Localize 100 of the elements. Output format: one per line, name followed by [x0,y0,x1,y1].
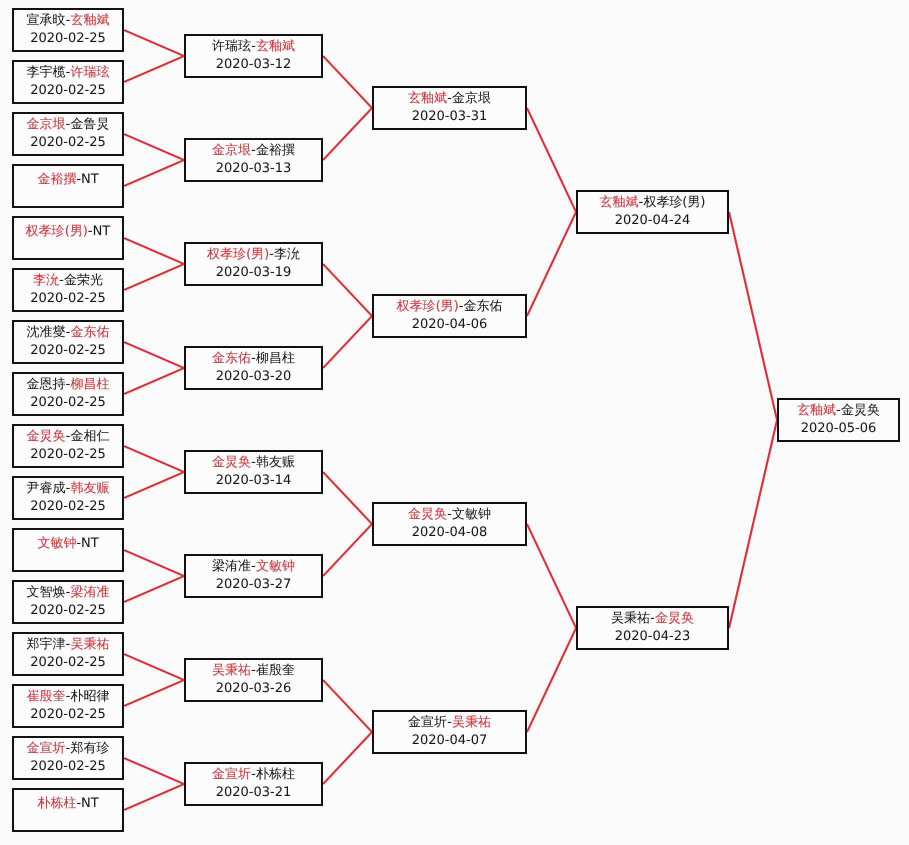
match-players: 吴秉祐-金炅奂 [611,610,694,628]
match-date: 2020-04-23 [614,628,690,646]
match-players: 权孝珍(男)-李沇 [207,246,300,264]
match-players: 文智焕-梁洧准 [26,584,110,602]
match-box [12,424,124,468]
bracket-line [322,55,373,109]
match-date: 2020-05-06 [800,420,876,438]
bracket-line [124,679,184,707]
match-box [184,346,323,390]
match-box [184,34,323,78]
match-box [576,606,729,650]
match-box [372,294,527,338]
match-date: 2020-02-25 [30,82,106,100]
match-box [184,762,323,806]
match-box [184,138,323,182]
bracket-line [728,212,778,420]
match-players: 金宣圻-郑有珍 [26,740,110,758]
match-players: 金京垠-金裕撰 [212,142,295,160]
match-date: 2020-03-27 [216,576,292,594]
match-players: 尹睿成-韩友赈 [26,480,110,498]
match-players: 权孝珍(男)-NT [26,223,110,241]
bracket-line [728,420,778,628]
match-box [184,242,323,286]
match-box [12,684,124,728]
bracket-line [124,263,184,291]
bracket-line [124,159,184,187]
match-players: 金炅奂-韩友赈 [212,454,295,472]
match-date: 2020-04-24 [614,212,690,230]
bracket-line [124,237,184,265]
match-date: 2020-02-25 [30,498,106,516]
match-players: 宣承旼-玄釉斌 [26,12,110,30]
match-box [184,450,323,494]
bracket-line [322,315,373,369]
match-box [576,190,729,234]
match-date: 2020-02-25 [30,602,106,620]
match-players: 文敏钟-NT [37,535,99,553]
match-date: 2020-02-25 [30,30,106,48]
match-date: 2020-03-26 [216,680,292,698]
match-date: 2020-02-25 [30,290,106,308]
match-players: 朴栋柱-NT [37,795,99,813]
bracket-line [526,524,577,628]
match-box [372,710,527,754]
match-players: 金宣圻-朴栋柱 [212,766,295,784]
match-box [12,528,124,572]
bracket-line [124,367,184,395]
match-players: 玄釉斌-金京垠 [408,90,491,108]
match-date: 2020-02-25 [30,446,106,464]
bracket-line [124,29,184,57]
match-date: 2020-02-25 [30,134,106,152]
match-box [12,164,124,208]
match-date: 2020-03-13 [216,160,292,178]
match-box [12,736,124,780]
match-players: 权孝珍(男)-金东佑 [396,298,502,316]
bracket-line [526,628,577,732]
bracket-line [322,471,373,525]
match-date: 2020-02-25 [30,758,106,776]
bracket-line [526,108,577,212]
match-players: 梁洧准-文敏钟 [212,558,295,576]
match-box [184,554,323,598]
bracket-line [124,341,184,369]
match-box [12,268,124,312]
match-box [184,658,323,702]
bracket-line [124,653,184,681]
match-box [12,60,124,104]
bracket-line [124,575,184,603]
match-date: 2020-03-20 [216,368,292,386]
match-date: 2020-03-21 [216,784,292,802]
bracket-line [124,471,184,499]
bracket-line [124,549,184,577]
match-date: 2020-03-31 [412,108,488,126]
match-box [12,580,124,624]
match-box [372,86,527,130]
match-box [12,372,124,416]
match-box [12,216,124,260]
match-date: 2020-02-25 [30,654,106,672]
bracket-line [526,212,577,316]
match-date: 2020-02-25 [30,342,106,360]
bracket-line [322,731,373,785]
match-players: 玄釉斌-权孝珍(男) [600,194,706,212]
match-date: 2020-02-25 [30,706,106,724]
match-box [777,398,900,442]
match-players: 金裕撰-NT [37,171,99,189]
match-date: 2020-04-07 [412,732,488,750]
match-players: 李沇-金荣光 [33,272,103,290]
match-date: 2020-03-19 [216,264,292,282]
match-box [12,632,124,676]
match-box [12,476,124,520]
match-date: 2020-03-12 [216,56,292,74]
match-players: 金东佑-柳昌柱 [212,350,295,368]
match-players: 吴秉祐-崔殷奎 [212,662,295,680]
match-players: 沈准燮-金东佑 [26,324,110,342]
bracket-line [124,55,184,83]
bracket-line [124,757,184,785]
match-players: 金京垠-金鲁炅 [26,116,110,134]
match-date: 2020-04-06 [412,316,488,334]
match-box [12,8,124,52]
match-players: 金恩持-柳昌柱 [26,376,110,394]
bracket-line [124,133,184,161]
match-date: 2020-03-14 [216,472,292,490]
match-date: 2020-04-08 [412,524,488,542]
